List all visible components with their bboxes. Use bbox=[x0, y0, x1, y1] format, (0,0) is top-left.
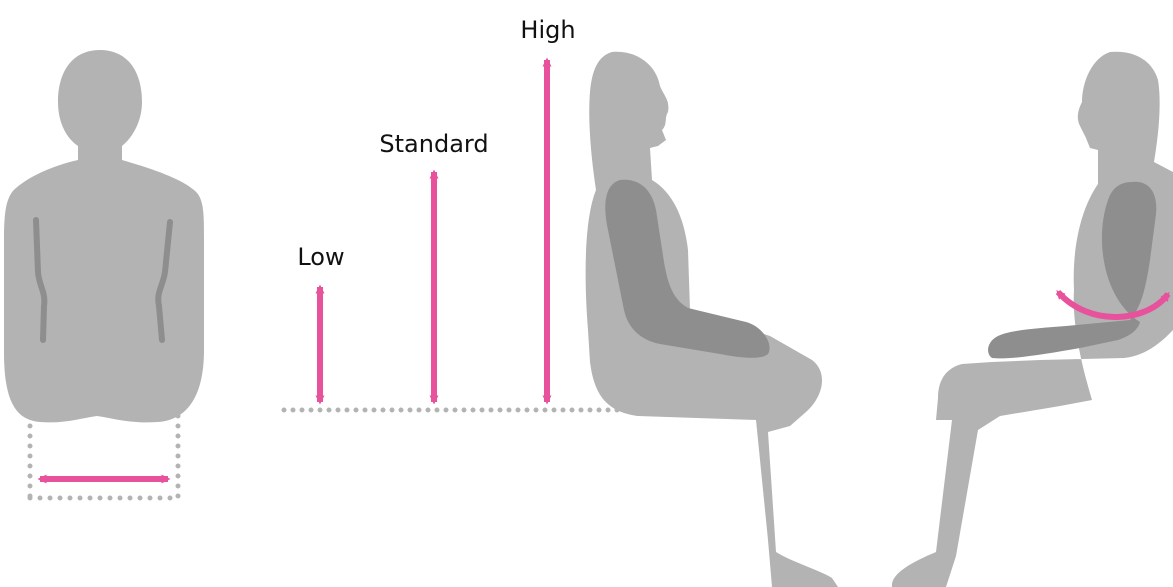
low-label: Low bbox=[297, 243, 344, 271]
side-view-figure bbox=[586, 52, 838, 587]
high-label: High bbox=[520, 16, 575, 44]
side-view-arm-2 bbox=[988, 182, 1156, 359]
standard-label: Standard bbox=[379, 130, 488, 158]
back-view-figure bbox=[4, 50, 204, 422]
side-view-figure-2 bbox=[892, 52, 1173, 587]
